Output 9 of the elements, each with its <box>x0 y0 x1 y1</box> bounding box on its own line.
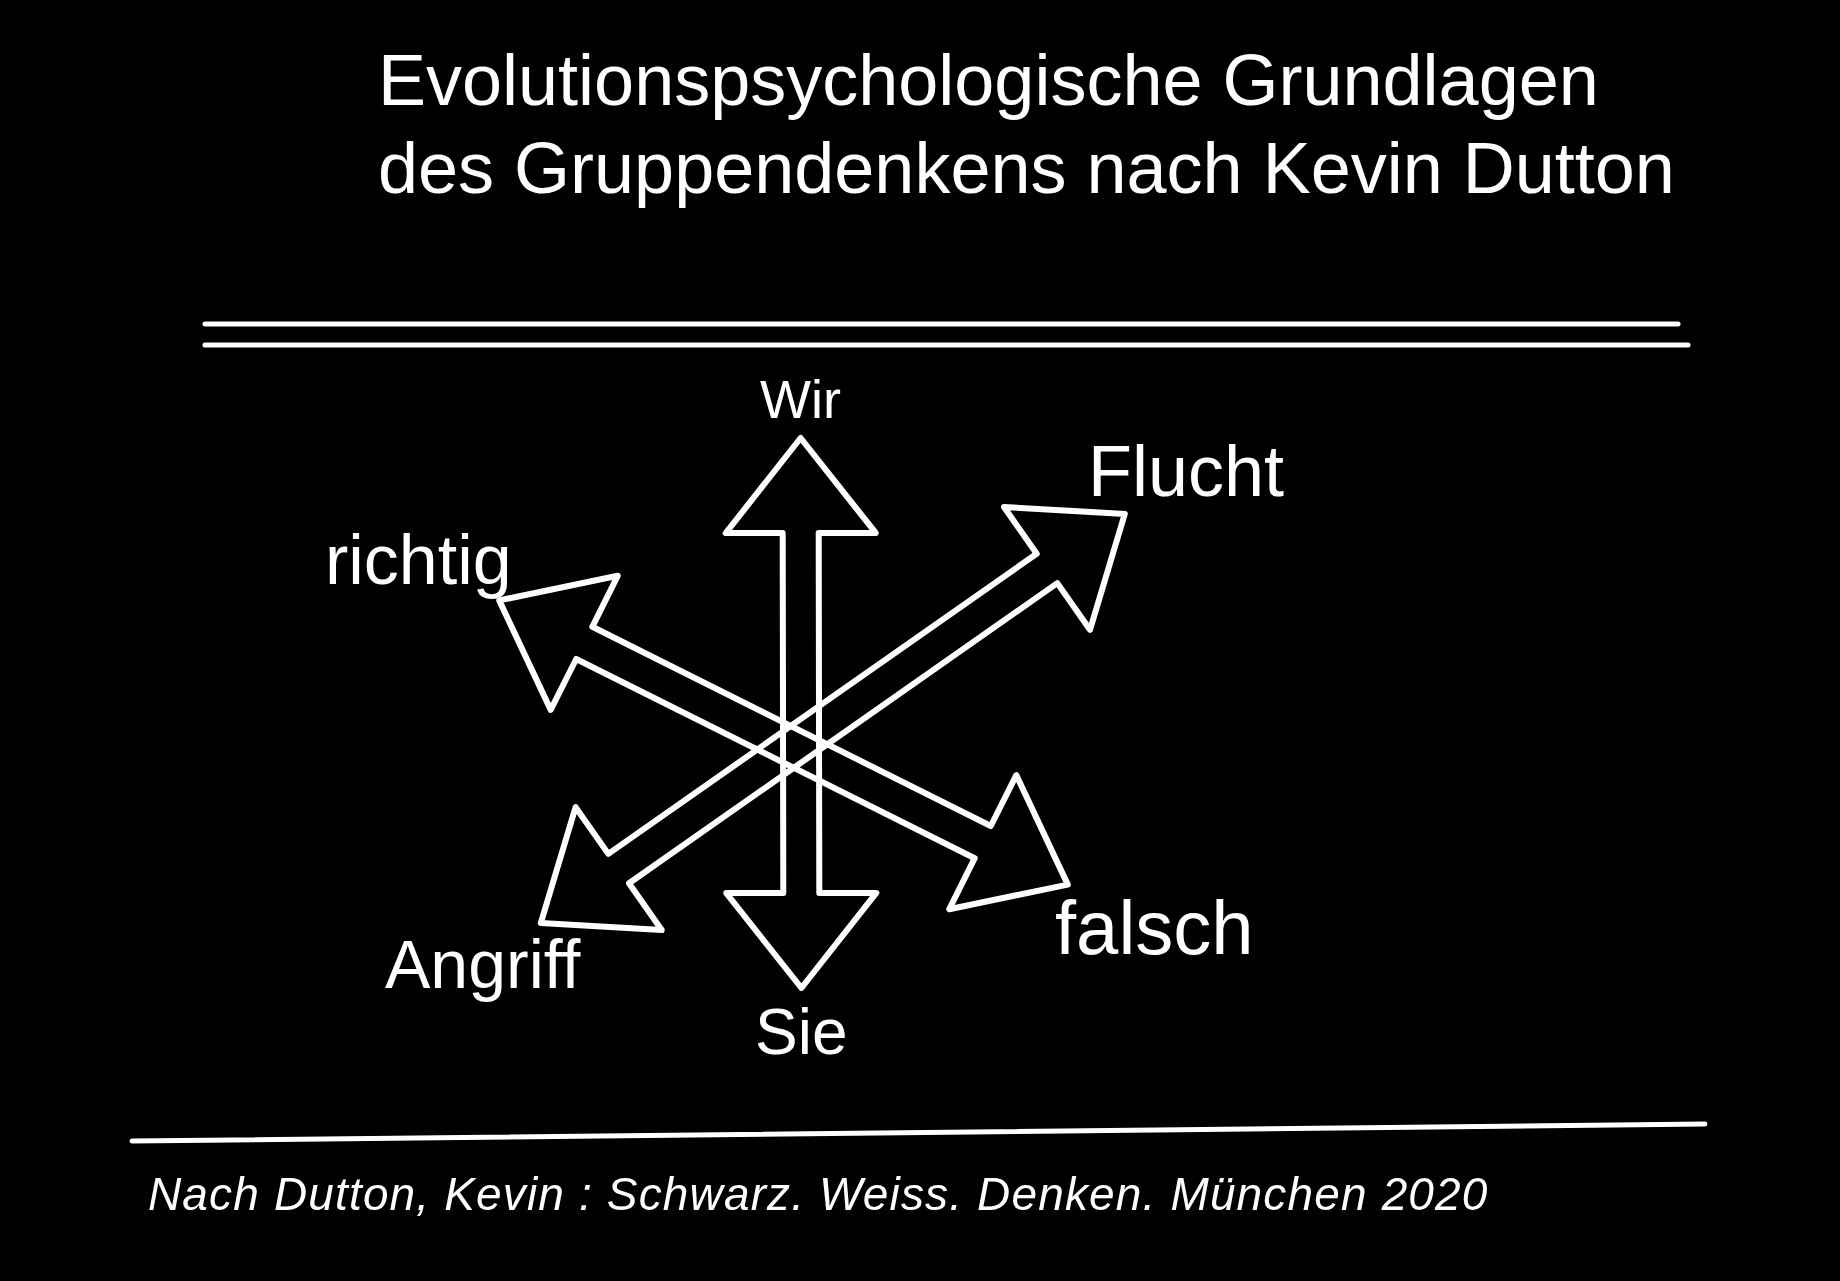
node-label: Wir <box>760 372 841 426</box>
node-label: Flucht <box>1088 435 1285 507</box>
hollow-arrow <box>537 504 1128 933</box>
node-label: falsch <box>1055 890 1254 966</box>
caption: Nach Dutton, Kevin : Schwarz. Weiss. Denken. München 2020 <box>148 1167 1490 1222</box>
title: Evolutionspsychologische Grundlagen des Gruppendenkens nach Kevin Dutton <box>378 39 1676 210</box>
node-label: Sie <box>755 1000 848 1064</box>
hollow-arrow <box>722 435 880 991</box>
hollow-arrow <box>496 572 1071 913</box>
